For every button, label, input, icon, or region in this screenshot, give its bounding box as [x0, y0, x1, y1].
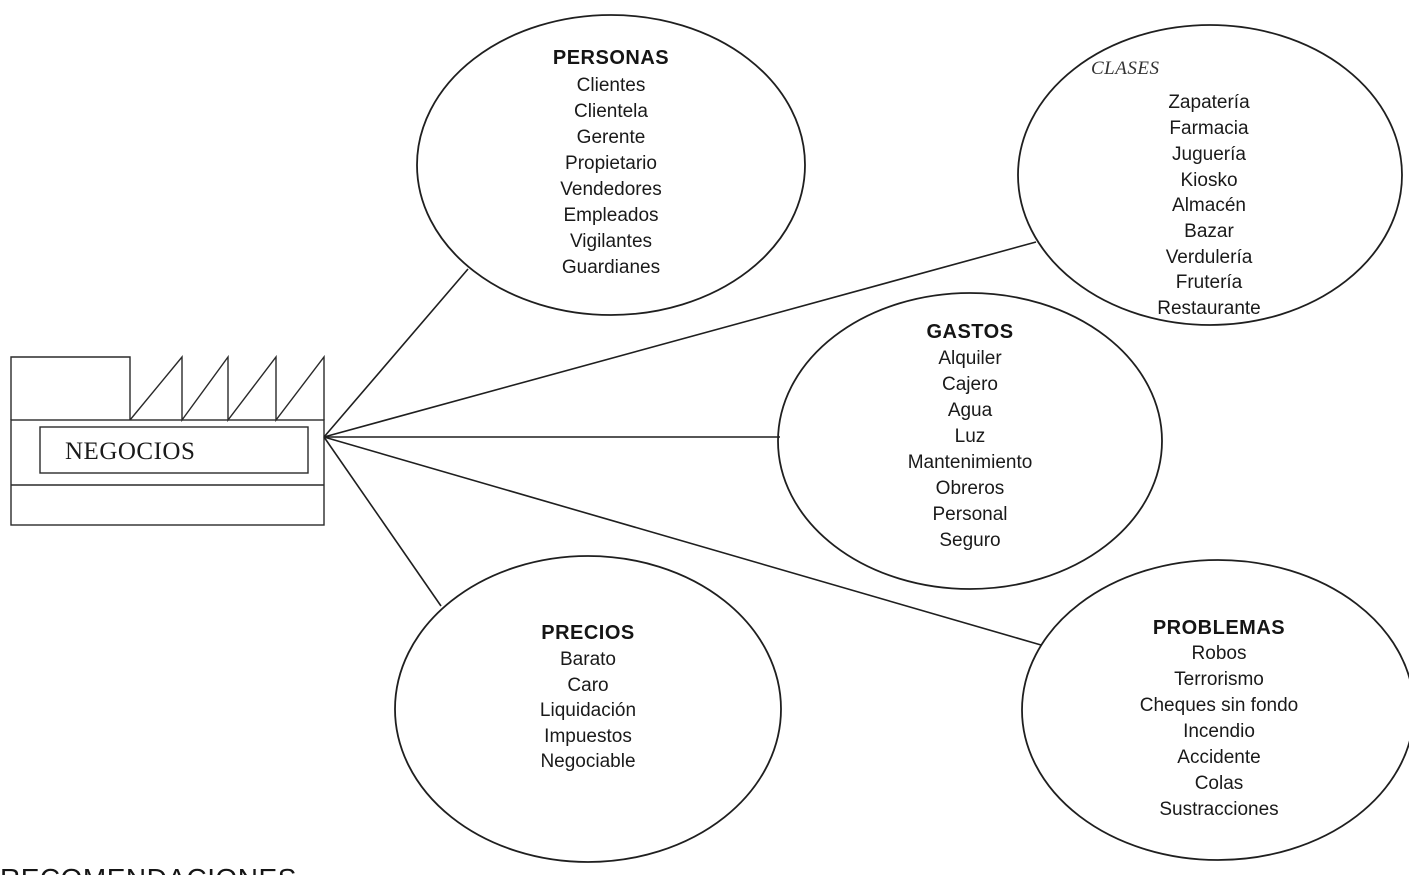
bubble-gastos-item: Luz: [955, 426, 986, 447]
bubble-precios-item: Caro: [567, 675, 608, 696]
bubble-precios-outline: [394, 555, 782, 863]
bubble-gastos-item: Cajero: [942, 374, 998, 395]
connector-precios: [323, 436, 442, 607]
bubble-personas-item: Empleados: [563, 205, 658, 226]
bubble-problemas-item: Incendio: [1183, 721, 1255, 742]
factory-body: [10, 419, 325, 526]
factory-office-block: [10, 356, 131, 420]
hub-label: NEGOCIOS: [65, 438, 195, 465]
bubble-gastos-outline: [777, 292, 1163, 590]
bubble-precios-item: Liquidación: [540, 700, 636, 721]
bubble-gastos-item: Personal: [933, 504, 1008, 525]
bubble-clases-item: Almacén: [1172, 195, 1246, 216]
bubble-personas-title: PERSONAS: [553, 47, 669, 69]
bubble-precios-item: Impuestos: [544, 726, 632, 747]
hub-label-frame: [39, 426, 309, 474]
bubble-gastos: GASTOS Alquiler Cajero Agua Luz Mantenim…: [777, 292, 1163, 590]
connector-personas: [323, 268, 469, 438]
bubble-clases-item: Frutería: [1176, 272, 1243, 293]
bubble-problemas-item: Accidente: [1177, 747, 1260, 768]
bubble-clases-item: Verdulería: [1166, 247, 1253, 268]
bubble-problemas-item: Cheques sin fondo: [1140, 695, 1298, 716]
bubble-problemas-item: Sustracciones: [1159, 799, 1278, 820]
bubble-personas-outline: [416, 14, 806, 316]
connector-problemas: [323, 436, 1042, 646]
factory-icon: NEGOCIOS: [10, 354, 325, 526]
bubble-problemas-item: Colas: [1195, 773, 1244, 794]
factory-sawtooth-roof: [129, 354, 325, 423]
bubble-gastos-item: Alquiler: [938, 348, 1002, 369]
bubble-gastos-item: Seguro: [939, 530, 1000, 551]
bubble-gastos-item: Mantenimiento: [908, 452, 1033, 473]
bubble-personas-item: Gerente: [577, 127, 646, 148]
bubble-personas-item: Vendedores: [560, 179, 661, 200]
bubble-problemas-item: Terrorismo: [1174, 669, 1264, 690]
connector-clases: [323, 241, 1037, 438]
bubble-personas: PERSONAS Clientes Clientela Gerente Prop…: [416, 14, 806, 316]
bubble-personas-item: Clientes: [577, 75, 646, 96]
bubble-personas-item: Guardianes: [562, 257, 660, 278]
bubble-personas-item: Propietario: [565, 153, 657, 174]
bubble-precios-item: Barato: [560, 649, 616, 670]
bubble-gastos-item: Obreros: [936, 478, 1005, 499]
bubble-problemas: PROBLEMAS Robos Terrorismo Cheques sin f…: [1021, 559, 1409, 861]
bubble-clases: CLASES Zapatería Farmacia Juguería Kiosk…: [1017, 24, 1403, 326]
bubble-clases-item: Farmacia: [1169, 118, 1249, 139]
bubble-clases-item: Zapatería: [1168, 92, 1250, 113]
bubble-clases-item: Juguería: [1172, 144, 1246, 165]
bubble-problemas-title: PROBLEMAS: [1153, 617, 1285, 639]
bubble-gastos-title: GASTOS: [926, 321, 1013, 343]
bubble-clases-item: Restaurante: [1157, 298, 1261, 319]
bubble-problemas-item: Robos: [1192, 643, 1247, 664]
bubble-precios-item: Negociable: [540, 751, 635, 772]
bubble-personas-item: Vigilantes: [570, 231, 652, 252]
bubble-gastos-item: Agua: [948, 400, 993, 421]
bubble-precios-title: PRECIOS: [541, 622, 635, 644]
bubble-clases-title: CLASES: [1091, 58, 1159, 79]
bubble-precios: PRECIOS Barato Caro Liquidación Impuesto…: [394, 555, 782, 863]
bubble-personas-item: Clientela: [574, 101, 648, 122]
bubble-problemas-outline: [1021, 559, 1409, 861]
bubble-clases-item: Bazar: [1184, 221, 1234, 242]
bubble-clases-outline: [1017, 24, 1403, 326]
footer-heading: RECOMENDACIONES: [0, 863, 297, 875]
bubble-clases-item: Kiosko: [1180, 170, 1237, 191]
